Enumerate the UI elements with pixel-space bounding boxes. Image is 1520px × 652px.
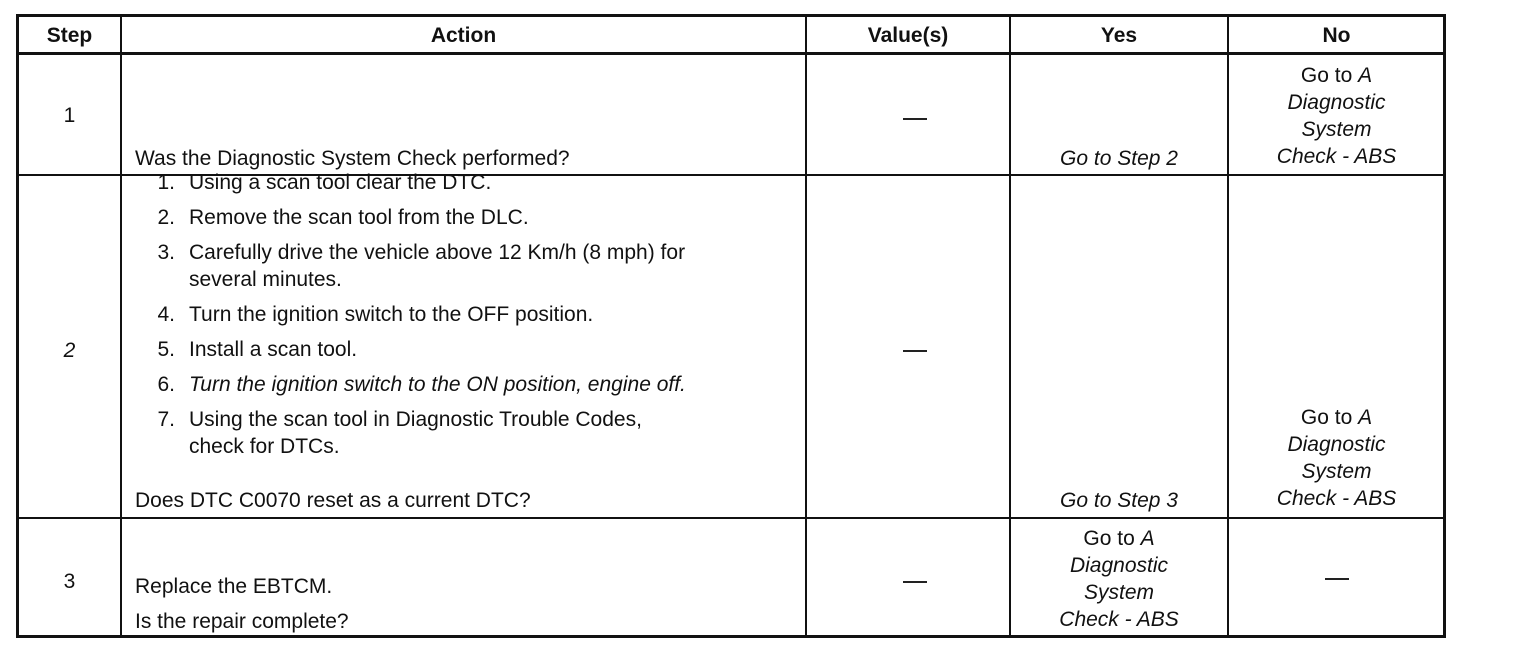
procedure-step: 2.Remove the scan tool from the DLC. bbox=[157, 206, 529, 229]
header-no: No bbox=[1322, 24, 1351, 47]
goto-line: Check - ABS bbox=[1276, 145, 1397, 168]
action-question: Is the repair complete? bbox=[135, 610, 349, 633]
goto-prefix: Go to A bbox=[1083, 527, 1155, 550]
goto-prefix: Go to A bbox=[1300, 406, 1373, 429]
goto-line: System bbox=[1301, 118, 1372, 141]
no-dash bbox=[1325, 578, 1349, 580]
goto-line: Diagnostic bbox=[1287, 91, 1386, 114]
no-goto: Go to A Diagnostic System Check - ABS bbox=[1229, 62, 1444, 170]
value-dash bbox=[903, 118, 927, 120]
no-goto: Go to A Diagnostic System Check - ABS bbox=[1229, 404, 1444, 512]
action-line: Replace the EBTCM. bbox=[135, 575, 333, 598]
goto-line: Diagnostic bbox=[1069, 554, 1169, 577]
action-question: Does DTC C0070 reset as a current DTC? bbox=[135, 489, 531, 512]
yes-goto: Go to Step 3 bbox=[1060, 489, 1178, 512]
row-divider bbox=[19, 174, 1443, 176]
row-divider bbox=[19, 517, 1443, 519]
goto-line: System bbox=[1301, 460, 1372, 483]
col-divider bbox=[1227, 17, 1229, 635]
goto-line: Check - ABS bbox=[1059, 608, 1179, 631]
value-dash bbox=[903, 350, 927, 352]
procedure-step: 7.Using the scan tool in Diagnostic Trou… bbox=[157, 408, 642, 458]
procedure-step: 1.Using a scan tool clear the DTC. bbox=[157, 171, 492, 194]
procedure-step: 3.Carefully drive the vehicle above 12 K… bbox=[157, 241, 686, 291]
col-divider bbox=[805, 17, 807, 635]
procedure-step: 5.Install a scan tool. bbox=[157, 338, 358, 361]
header-yes: Yes bbox=[1100, 24, 1138, 47]
header-values: Value(s) bbox=[867, 24, 949, 47]
procedure-list: 1.Using a scan tool clear the DTC. 2.Rem… bbox=[137, 169, 686, 468]
header-action: Action bbox=[430, 24, 497, 47]
goto-line: System bbox=[1083, 581, 1154, 604]
col-divider bbox=[1009, 17, 1011, 635]
yes-goto: Go to A Diagnostic System Check - ABS bbox=[1011, 525, 1227, 633]
goto-prefix: Go to A bbox=[1300, 64, 1373, 87]
goto-line: Diagnostic bbox=[1287, 433, 1386, 456]
yes-goto: Go to Step 2 bbox=[1060, 147, 1178, 170]
col-divider bbox=[120, 17, 122, 635]
diagnostic-table: Step Action Value(s) Yes No 1 Was the Di… bbox=[16, 14, 1446, 638]
header-step: Step bbox=[46, 24, 93, 47]
step-number: 3 bbox=[63, 570, 76, 593]
procedure-step: 6.Turn the ignition switch to the ON pos… bbox=[157, 373, 686, 396]
step-number: 2 bbox=[63, 339, 76, 362]
row-divider bbox=[19, 52, 1443, 55]
goto-line: Check - ABS bbox=[1276, 487, 1397, 510]
step-number: 1 bbox=[63, 104, 76, 127]
action-question: Was the Diagnostic System Check performe… bbox=[135, 147, 570, 170]
value-dash bbox=[903, 581, 927, 583]
procedure-step: 4.Turn the ignition switch to the OFF po… bbox=[157, 303, 594, 326]
